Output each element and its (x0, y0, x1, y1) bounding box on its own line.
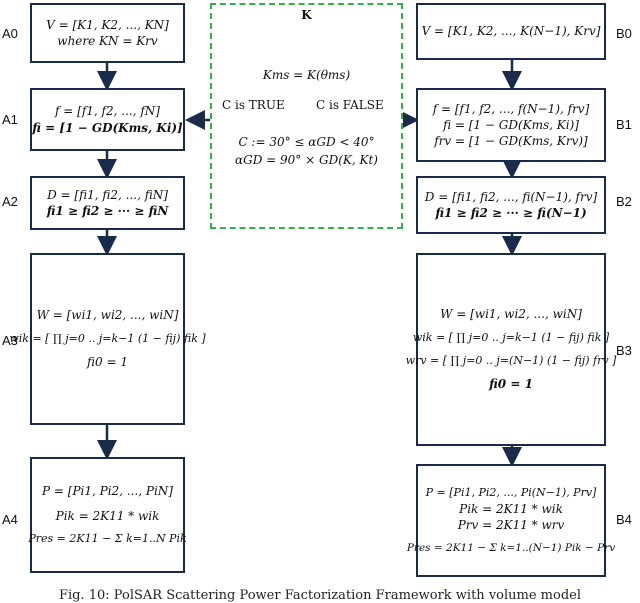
b3-line-1: W = [wi1, wi2, ..., wiN] (440, 307, 582, 322)
box-a4: P = [Pi1, Pi2, ..., PiN] Pik = 2K11 * wi… (28, 457, 187, 573)
box-a1: f = [f1, f2, ..., fN] fi = [1 − GD(Kms, … (30, 88, 185, 151)
center-k: K (301, 8, 312, 22)
box-b0: V = [K1, K2, ..., K(N−1), Krv] (416, 3, 606, 60)
a4-line-3: Pres = 2K11 − Σ k=1..N Pik (28, 531, 187, 545)
b4-line-2: Pik = 2K11 * wik (459, 501, 563, 516)
b0-line-1: V = [K1, K2, ..., K(N−1), Krv] (421, 24, 601, 39)
figure-caption: Fig. 10: PolSAR Scattering Power Factori… (58, 588, 581, 603)
label-b2: B2 (616, 194, 632, 209)
box-b4: P = [Pi1, Pi2, ..., Pi(N−1), Prv] Pik = … (407, 464, 615, 577)
a4-line-1: P = [Pi1, Pi2, ..., PiN] (42, 484, 173, 499)
b3-line-2: wik = [ ∏ j=0 .. j=k−1 (1 − fij) fik ] (412, 330, 610, 344)
a3-line-1: W = [wi1, wi2, ..., wiN] (36, 308, 179, 323)
center-true-label: C is TRUE (222, 98, 285, 112)
box-b3: W = [wi1, wi2, ..., wiN] wik = [ ∏ j=0 .… (406, 253, 616, 446)
b3-line-3: wrv = [ ∏ j=0 .. j=(N−1) (1 − fij) frv ] (405, 353, 617, 367)
label-a2: A2 (2, 194, 18, 209)
label-b0: B0 (616, 26, 632, 41)
center-false-label: C is FALSE (316, 98, 384, 112)
a4-line-2: Pik = 2K11 * wik (55, 508, 160, 523)
b2-line-1: D = [fi1, fi2, ..., fi(N−1), frv] (424, 189, 598, 204)
b4-line-4: Pres = 2K11 − Σ k=1..(N−1) Pik − Prv (406, 542, 616, 555)
b3-line-4: fi0 = 1 (489, 377, 533, 392)
label-b3: B3 (616, 343, 632, 358)
label-a0: A0 (2, 26, 18, 41)
center-kms: Kms = K(θms) (262, 68, 351, 82)
a2-line-2: fi1 ≥ fi2 ≥ ··· ≥ fiN (46, 204, 169, 218)
label-b1: B1 (616, 117, 632, 132)
label-a3: A3 (2, 333, 18, 348)
box-b2: D = [fi1, fi2, ..., fi(N−1), frv] fi1 ≥ … (416, 176, 606, 234)
condition-panel (210, 3, 403, 229)
b1-line-2: fi = [1 − GD(Kms, Ki)] (443, 117, 579, 132)
center-condition: C := 30° ≤ αGD < 40° (238, 135, 375, 149)
a0-line-2: where KN = Krv (57, 34, 158, 48)
box-b1: f = [f1, f2, ..., f(N−1), frv] fi = [1 −… (416, 88, 606, 162)
a3-line-3: fi0 = 1 (87, 355, 128, 370)
b2-line-2: fi1 ≥ fi2 ≥ ··· ≥ fi(N−1) (435, 206, 587, 220)
label-a1: A1 (2, 112, 18, 127)
a1-line-1: f = [f1, f2, ..., fN] (55, 104, 160, 119)
b1-line-1: f = [f1, f2, ..., f(N−1), frv] (432, 101, 590, 116)
label-b4: B4 (616, 512, 632, 527)
a0-line-1: V = [K1, K2, ..., KN] (46, 17, 169, 32)
box-a2: D = [fi1, fi2, ..., fiN] fi1 ≥ fi2 ≥ ···… (30, 176, 185, 230)
b1-line-3: frv = [1 − GD(Kms, Krv)] (434, 134, 588, 149)
a1-line-2: fi = [1 − GD(Kms, Ki)] (32, 120, 183, 135)
box-a3: W = [wi1, wi2, ..., wiN] wik = [ ∏ j=0 .… (9, 253, 206, 425)
a2-line-1: D = [fi1, fi2, ..., fiN] (47, 187, 168, 202)
b4-line-3: Prv = 2K11 * wrv (457, 517, 565, 532)
box-a0: V = [K1, K2, ..., KN] where KN = Krv (30, 3, 185, 63)
label-a4: A4 (2, 512, 18, 527)
a3-line-2: wik = [ ∏ j=0 .. j=k−1 (1 − fij) fik ] (9, 331, 206, 345)
b4-line-1: P = [Pi1, Pi2, ..., Pi(N−1), Prv] (425, 485, 597, 499)
center-alpha: αGD = 90° × GD(K, Kt) (235, 153, 378, 167)
